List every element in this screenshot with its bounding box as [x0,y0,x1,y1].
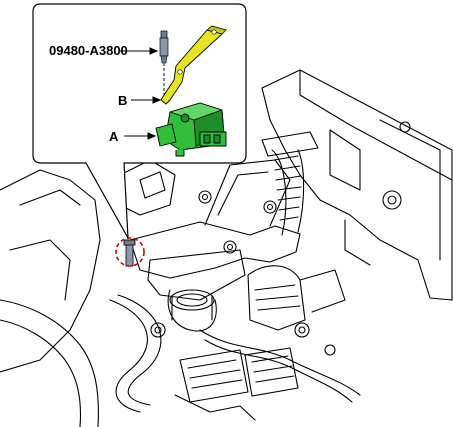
installation-point [115,237,145,267]
alignment-pin-icon [159,30,169,102]
callout-label-a: A [109,129,119,144]
actuator-icon [155,102,227,157]
bracket-icon [160,25,227,105]
engine-bay-lineart [0,69,453,427]
callout-label-b: B [118,93,128,108]
callout-bubble [32,3,247,239]
highlight-circle [115,237,145,267]
part-number-label: 09480-A3800 [49,43,128,58]
callout-arrows [119,47,162,140]
